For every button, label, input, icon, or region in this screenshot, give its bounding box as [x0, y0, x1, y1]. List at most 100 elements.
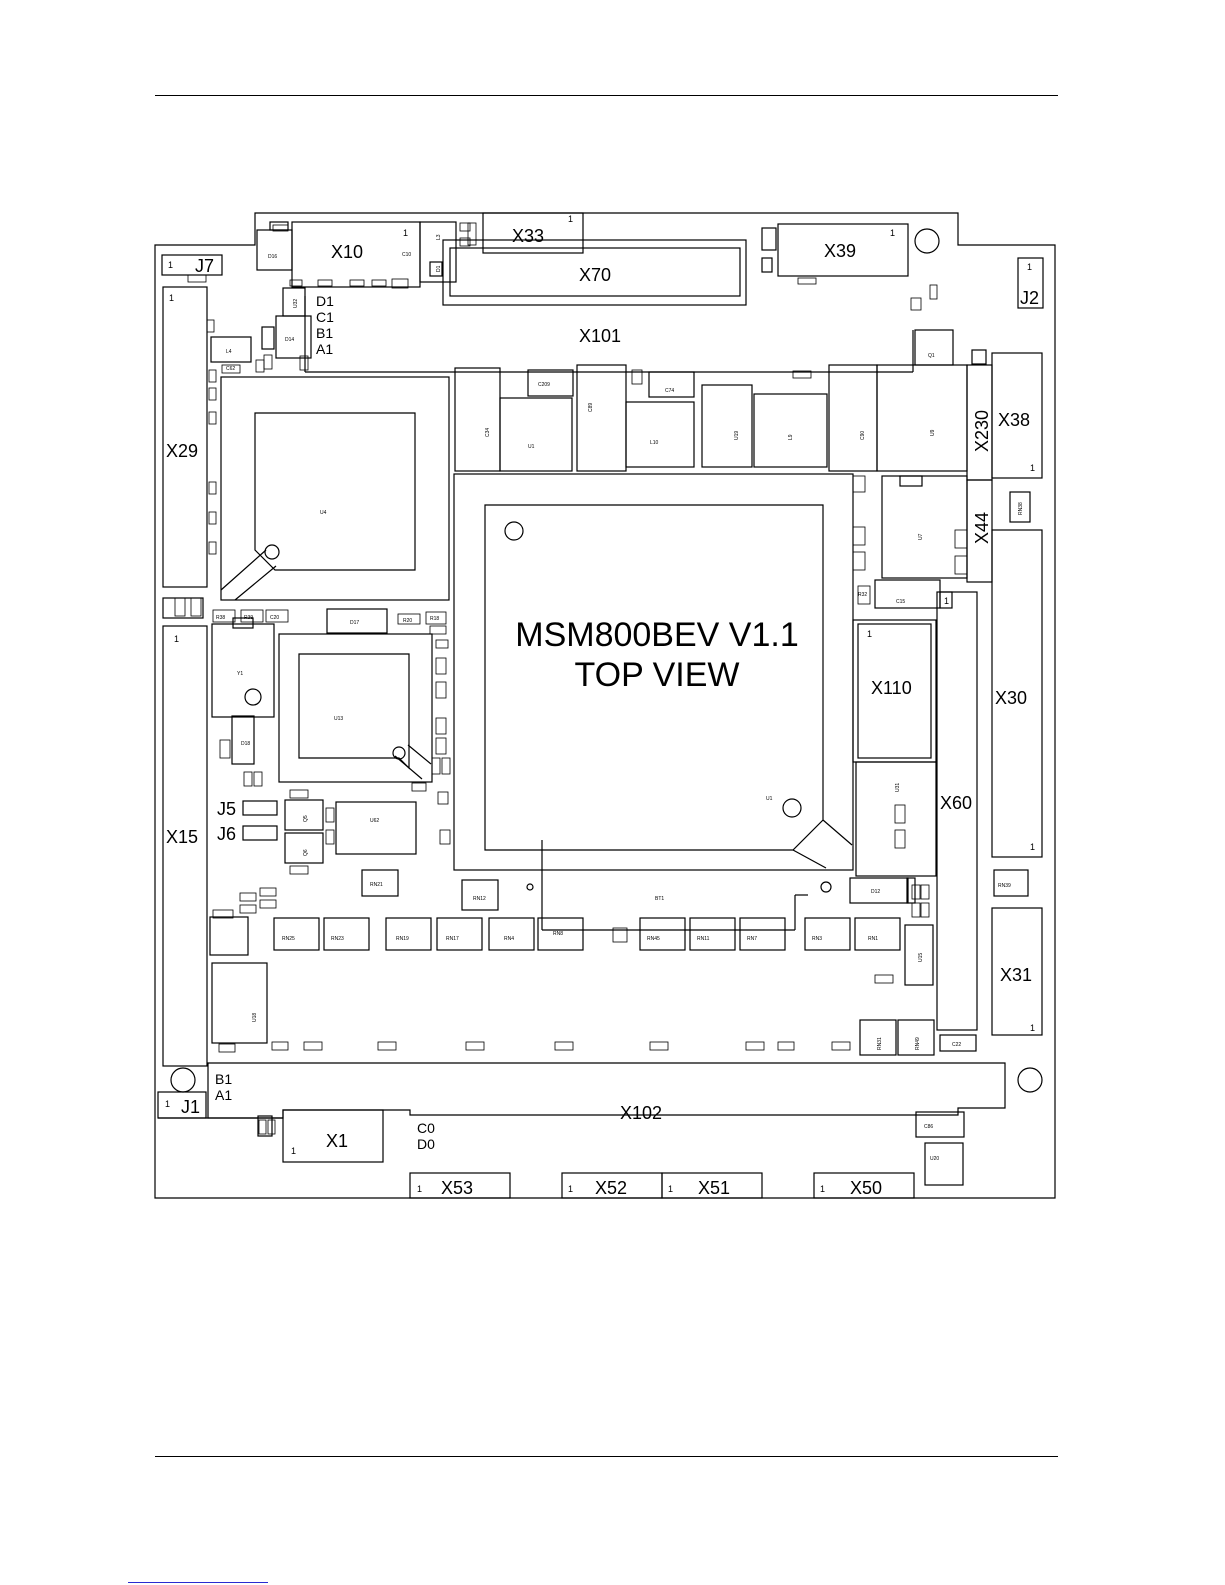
label-q5: Q5 [303, 815, 309, 822]
pin1-x29: 1 [169, 293, 174, 303]
u19-outline [701, 384, 753, 468]
x70-outline [442, 239, 747, 306]
label-x33: X33 [512, 226, 544, 246]
pin-label-b1: B1 [316, 325, 333, 341]
pin1-j7: 1 [168, 260, 173, 270]
j6-outline [242, 825, 278, 841]
label-c34: C34 [485, 428, 491, 437]
q6-outline [284, 832, 324, 864]
x29-outline [162, 286, 208, 588]
label-u19: U19 [734, 431, 740, 440]
c15-outline [874, 579, 941, 609]
y1-outline [211, 623, 275, 718]
u4-outline [220, 376, 450, 601]
label-d16: D16 [268, 254, 277, 260]
smd-pads [174, 222, 968, 1135]
rn23-outline [323, 917, 370, 951]
label-rn7: RN7 [747, 936, 757, 942]
u15-outline [904, 924, 934, 986]
pin1-x60: 1 [944, 596, 949, 606]
pin1-x30: 1 [1030, 842, 1035, 852]
pin1-x10: 1 [403, 228, 408, 238]
c89-outline [576, 364, 627, 472]
d14-outline [275, 315, 312, 359]
pin1-x33: 1 [568, 214, 573, 224]
label-u18: U18 [252, 1013, 258, 1022]
u62-outline [335, 801, 417, 855]
label-c10: C10 [402, 252, 411, 258]
label-r20: R20 [403, 618, 412, 624]
label-rn11: RN11 [697, 936, 710, 942]
c34-outline [454, 367, 501, 472]
x51-outline [661, 1172, 763, 1199]
pin1-x15: 1 [174, 634, 179, 644]
rn45-outline [639, 917, 686, 951]
pin1-x50: 1 [820, 1184, 825, 1194]
pin1-x31: 1 [1030, 1023, 1035, 1033]
label-u9: U9 [930, 429, 936, 436]
rn31-outline [859, 1019, 897, 1056]
x53-outline [409, 1172, 511, 1199]
label-rn23: RN23 [331, 936, 344, 942]
label-j5: J5 [217, 799, 236, 819]
label-rn19: RN19 [396, 936, 409, 942]
rn25-outline [273, 917, 320, 951]
rn38-outline [1009, 491, 1031, 523]
x30-outline [991, 529, 1043, 858]
c74-outline [648, 371, 695, 398]
label-rn21: RN21 [370, 882, 383, 888]
q1-outline [914, 329, 954, 366]
pin1-x53: 1 [417, 1184, 422, 1194]
pin1-j1: 1 [165, 1099, 170, 1109]
rn3-outline [804, 917, 851, 951]
label-r18: R18 [430, 616, 439, 622]
label-x10: X10 [331, 242, 363, 262]
label-x60: X60 [940, 793, 972, 813]
rn7-outline [739, 917, 786, 951]
label-u1-regulator: U1 [528, 444, 535, 450]
label-rn39: RN39 [998, 883, 1011, 889]
label-j7: J7 [195, 256, 214, 276]
label-x15: X15 [166, 827, 198, 847]
d16-outline [256, 229, 293, 271]
label-u62: U62 [370, 818, 379, 824]
j5-outline [242, 800, 278, 816]
pin1-x51: 1 [668, 1184, 673, 1194]
label-rn4: RN4 [504, 936, 514, 942]
rn49-outline [897, 1019, 935, 1056]
u13-outline [278, 633, 433, 783]
label-c62: C62 [226, 366, 235, 372]
label-x44: X44 [972, 512, 992, 544]
label-j6: J6 [217, 824, 236, 844]
label-x29: X29 [166, 441, 198, 461]
pin1-x1: 1 [291, 1146, 296, 1156]
u18-outline [211, 962, 268, 1044]
pin1-j2: 1 [1027, 262, 1032, 272]
label-x31: X31 [1000, 965, 1032, 985]
rn12-outline [461, 879, 499, 911]
label-rn3: RN3 [812, 936, 822, 942]
label-x38: X38 [998, 410, 1030, 430]
label-x110: X110 [871, 678, 912, 698]
rn21-outline [361, 869, 399, 897]
label-c20: C20 [270, 615, 279, 621]
l4-outline [210, 336, 252, 363]
mount-hole-top-right [914, 228, 940, 254]
c86-outline [915, 1111, 965, 1138]
pin-label-d0: D0 [417, 1136, 435, 1152]
pin-label-a1-bottom: A1 [215, 1087, 232, 1103]
footer-link-underline[interactable] [128, 1582, 268, 1583]
label-d12: D12 [871, 889, 880, 895]
d18-outline [231, 715, 255, 765]
label-u32: U32 [293, 299, 299, 308]
mount-hole-bottom-right [1017, 1067, 1043, 1093]
label-j1: J1 [181, 1097, 200, 1117]
label-u20: U20 [930, 1156, 939, 1162]
rn17-outline [436, 917, 483, 951]
mount-hole-bottom-left [170, 1067, 196, 1093]
x1-outline [282, 1109, 384, 1163]
label-u13: U13 [334, 716, 343, 722]
x39-outline [777, 223, 909, 277]
x50-outline [813, 1172, 915, 1199]
